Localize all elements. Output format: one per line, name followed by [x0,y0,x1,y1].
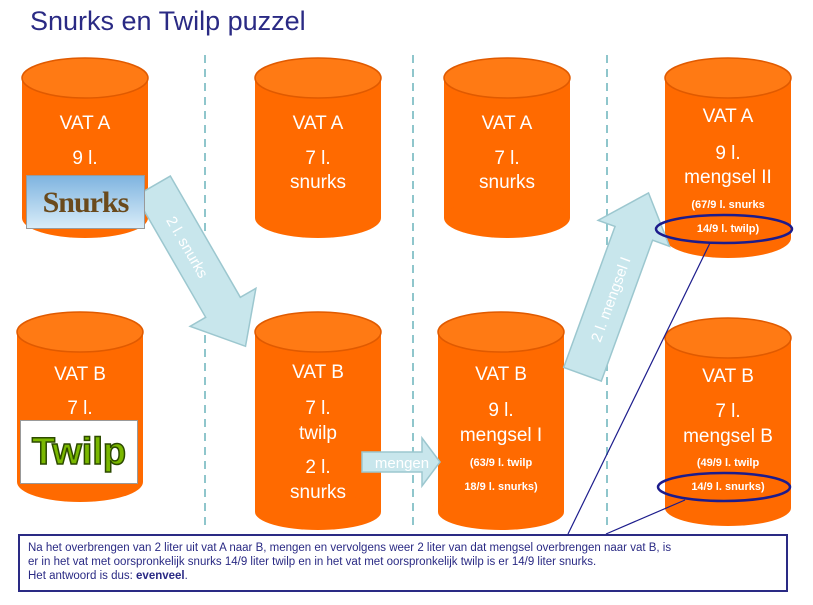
explanation-answer-prefix: Het antwoord is dus: [28,570,137,582]
col1-b-name: VAT B [54,364,106,385]
col4-b-detail1: (49/9 l. twilp [696,457,760,469]
col3-b-detail1: (63/9 l. twilp [469,457,533,469]
col4-a-detail1: (67/9 l. snurks [691,199,765,211]
barrel-col3-b [437,311,565,530]
col3-b-content: mengsel I [459,425,543,446]
col2-a-amount: 7 l. [305,148,331,169]
col2-a-name: VAT A [292,113,344,134]
col3-a-content: snurks [479,172,535,193]
col3-a-amount: 7 l. [494,148,520,169]
highlight-ellipse-snurks [656,471,792,503]
col3-b-detail2: 18/9 l. snurks) [464,481,538,493]
arrow-mix: mengen [361,435,441,489]
col2-b-amount2: 2 l. [305,457,331,478]
col1-a-name: VAT A [59,113,111,134]
arrow-mix-label: mengen [375,455,429,472]
barrel-col4-a [664,57,792,258]
barrel-col2-b [254,311,382,530]
snurks-logo: Snurks [26,175,145,229]
explanation-line-1: Na het overbrengen van 2 liter uit vat A… [28,542,672,554]
barrel-col2-a [254,57,382,238]
page-title: Snurks en Twilp puzzel [30,6,306,36]
col4-b-content: mengsel B [683,426,773,447]
col4-a-amount: 9 l. [715,143,741,164]
highlight-ellipse-twilp [654,213,794,245]
col3-a-name: VAT A [481,113,533,134]
col4-b-detail2: 14/9 l. snurks) [691,481,765,493]
col2-b-content2: snurks [290,482,346,503]
col3-b-name: VAT B [475,364,527,385]
col2-a-content: snurks [290,172,346,193]
col4-a-name: VAT A [702,106,754,127]
twilp-logo: Twilp [20,420,138,484]
col1-b-amount: 7 l. [67,398,93,419]
col4-a-detail2: 14/9 l. twilp) [696,223,760,235]
col3-b-amount: 9 l. [488,400,514,421]
snurks-logo-text: Snurks [42,186,130,219]
explanation-answer: evenveel [136,570,185,582]
barrel-col1-a [21,57,149,238]
barrel-col3-a [443,57,571,238]
col2-b-name: VAT B [292,362,344,383]
col4-a-content: mengsel II [684,167,772,188]
col4-b-name: VAT B [702,366,754,387]
explanation-line-3: Het antwoord is dus: evenveel. [28,569,778,583]
col2-b-content: twilp [298,423,338,444]
callout-line-1 [567,242,711,535]
col2-b-amount: 7 l. [305,398,331,419]
col4-b-amount: 7 l. [715,401,741,422]
explanation-box: Na het overbrengen van 2 liter uit vat A… [18,534,788,592]
explanation-answer-suffix: . [184,570,188,582]
explanation-line-2: er in het vat met oorspronkelijk snurks … [28,556,597,568]
callout-line-2 [605,499,686,535]
twilp-logo-text: Twilp [31,430,127,474]
col1-a-amount: 9 l. [72,148,98,169]
